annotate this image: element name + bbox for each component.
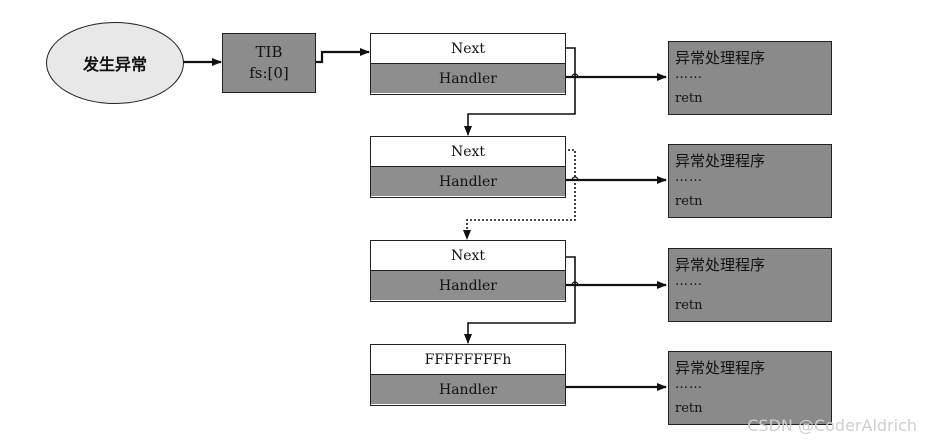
tib-box: TIB fs:[0]: [222, 33, 316, 93]
exception-occurs-node: 发生异常: [46, 22, 184, 104]
handler-ellipsis: ……: [675, 67, 703, 82]
handler-routine-4: 异常处理程序 …… retn: [668, 351, 832, 425]
tib-fs-label: fs:[0]: [249, 64, 289, 82]
record-next-field: Next: [371, 137, 565, 167]
exception-occurs-label: 发生异常: [82, 55, 147, 74]
handler-retn: retn: [675, 401, 703, 416]
handler-routine-2: 异常处理程序 …… retn: [668, 144, 832, 218]
handler-retn: retn: [675, 194, 703, 209]
record-next-field: Next: [371, 34, 565, 64]
arrow-tib-to-record-1: [314, 48, 370, 64]
handler-title: 异常处理程序: [675, 49, 766, 67]
record-handler-field: Handler: [371, 271, 565, 300]
handler-ellipsis: ……: [675, 170, 703, 185]
handler-retn: retn: [675, 91, 703, 106]
handler-retn: retn: [675, 298, 703, 313]
record-handler-field: Handler: [371, 167, 565, 196]
seh-record-3: Next Handler: [370, 240, 566, 302]
handler-title: 异常处理程序: [675, 359, 766, 377]
seh-record-1: Next Handler: [370, 33, 566, 95]
record-next-field-terminator: FFFFFFFFh: [371, 345, 565, 375]
handler-ellipsis: ……: [675, 274, 703, 289]
watermark-text: CSDN @CoderAldrich: [747, 416, 917, 435]
handler-ellipsis: ……: [675, 377, 703, 392]
record-handler-field: Handler: [371, 375, 565, 404]
seh-record-4: FFFFFFFFh Handler: [370, 344, 566, 406]
handler-title: 异常处理程序: [675, 256, 766, 274]
handler-title: 异常处理程序: [675, 152, 766, 170]
seh-record-2: Next Handler: [370, 136, 566, 198]
record-next-field: Next: [371, 241, 565, 271]
tib-title: TIB: [255, 43, 283, 61]
handler-routine-3: 异常处理程序 …… retn: [668, 248, 832, 322]
record-handler-field: Handler: [371, 64, 565, 93]
handler-routine-1: 异常处理程序 …… retn: [668, 41, 832, 115]
